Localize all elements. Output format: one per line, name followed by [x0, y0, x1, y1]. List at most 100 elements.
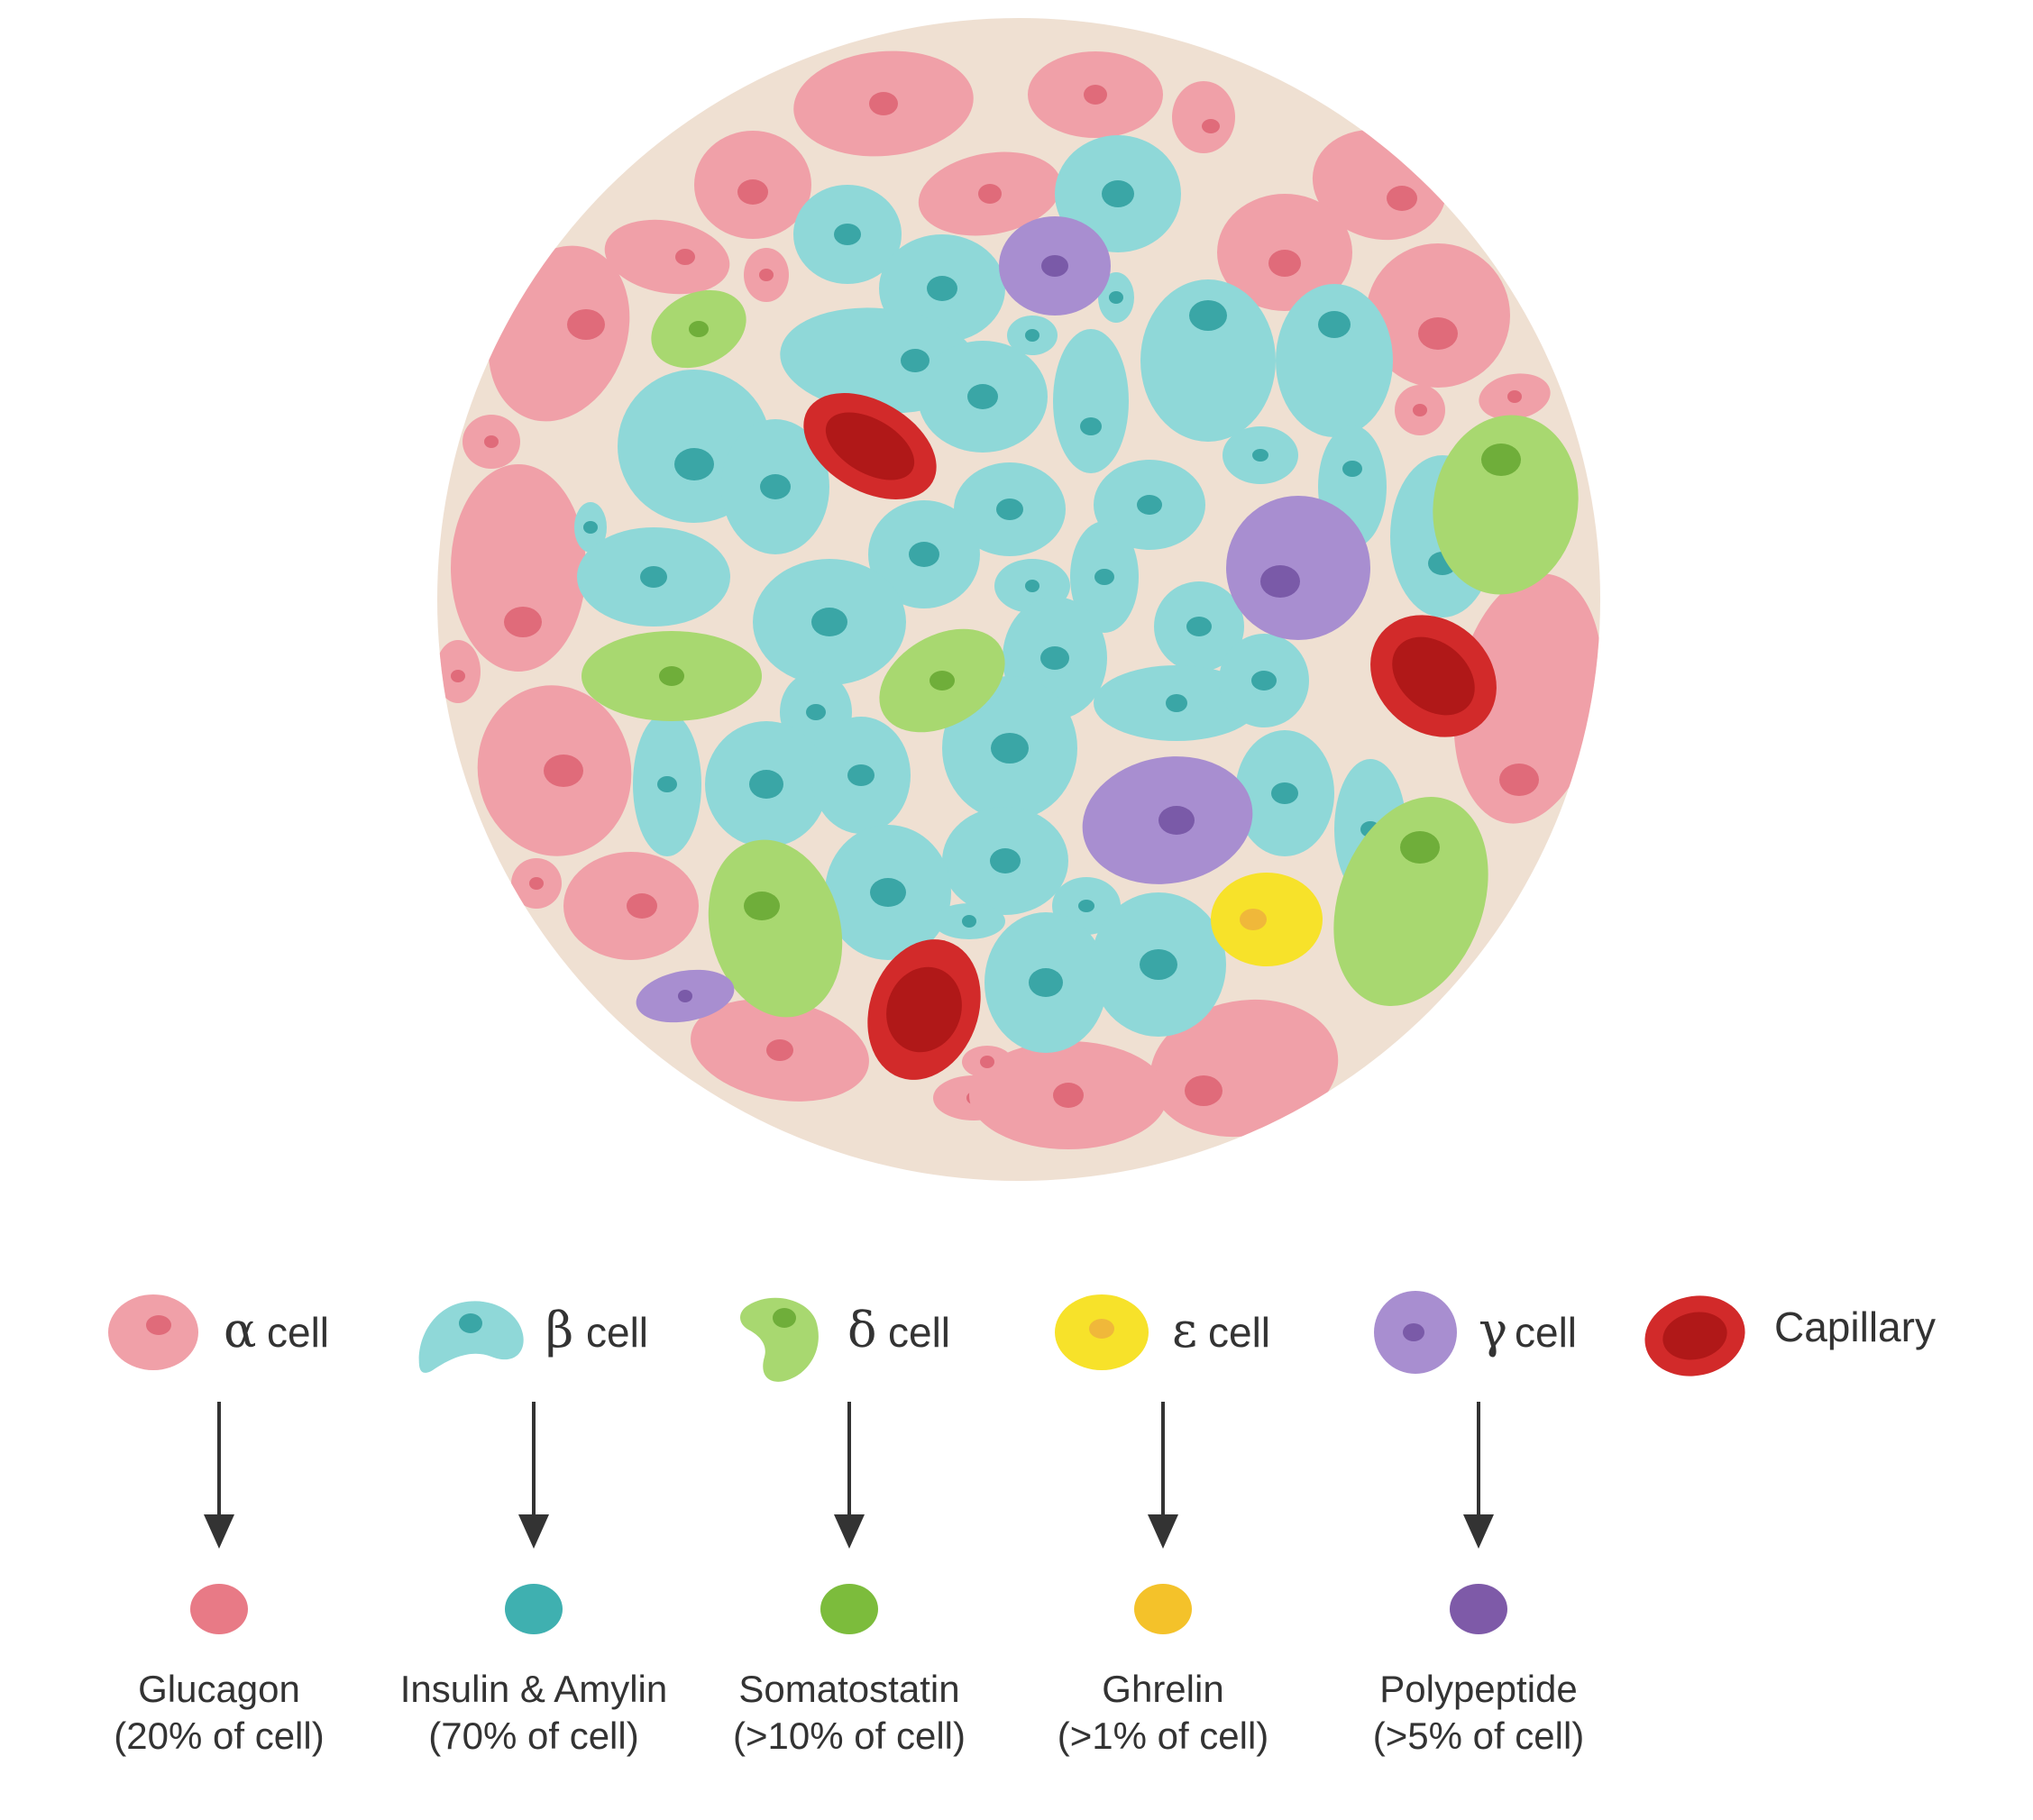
beta-cell-nucleus	[674, 448, 714, 480]
beta-cell-nucleus	[1078, 900, 1094, 912]
alpha-cell	[477, 685, 632, 856]
capillary-cell	[867, 939, 981, 1080]
insulin-amylin-share: (70% of cell)	[428, 1715, 638, 1757]
epsilon-nucleus-icon	[1089, 1319, 1114, 1339]
gamma-cell-nucleus	[1041, 255, 1068, 277]
beta-cell	[1098, 272, 1134, 323]
alpha-cell-nucleus	[451, 670, 465, 682]
legend-item-epsilon: ε cell	[1055, 1294, 1270, 1370]
alpha-cell	[1172, 81, 1235, 153]
alpha-cell	[563, 852, 699, 960]
beta-cell	[933, 903, 1005, 939]
beta-cell-nucleus	[640, 566, 667, 588]
beta-cell	[1276, 284, 1393, 437]
gamma-cell	[1082, 756, 1253, 884]
insulin-granule	[505, 1584, 563, 1634]
alpha-cell	[1395, 385, 1445, 435]
beta-cell-nucleus	[962, 915, 976, 928]
delta-nucleus-icon	[773, 1308, 796, 1328]
beta-cell	[1219, 634, 1309, 727]
beta-cell-nucleus	[927, 276, 957, 301]
capillary-center-icon	[1662, 1312, 1727, 1360]
ghrelin-granule	[1134, 1584, 1192, 1634]
legend-item-capillary: Capillary	[1644, 1295, 1936, 1376]
alpha-cell-nucleus	[1084, 85, 1107, 105]
gamma-label: cell	[1515, 1309, 1577, 1356]
somatostatin-label: Somatostatin	[738, 1668, 959, 1710]
delta-cell-body	[1333, 796, 1488, 1007]
alpha-cell-body	[604, 219, 730, 295]
beta-cell-nucleus	[991, 733, 1029, 764]
beta-cell-nucleus	[967, 384, 998, 409]
beta-cell	[574, 502, 607, 553]
beta-cell-nucleus	[806, 704, 826, 720]
alpha-cell	[918, 151, 1062, 236]
beta-cell	[811, 717, 911, 834]
somatostatin-granule	[820, 1584, 878, 1634]
beta-cell	[1070, 521, 1139, 633]
beta-nucleus-icon	[459, 1313, 482, 1333]
alpha-cell-nucleus	[1268, 250, 1301, 277]
capillary-cell	[803, 393, 937, 499]
ghrelin-share: (>1% of cell)	[1058, 1715, 1269, 1757]
gamma-cell	[1226, 496, 1370, 640]
alpha-cell	[1479, 373, 1551, 420]
alpha-cell-nucleus	[1185, 1075, 1223, 1106]
beta-cell-body	[1053, 329, 1129, 473]
beta-cell-icon	[418, 1301, 524, 1373]
delta-cell-nucleus	[1400, 831, 1440, 864]
beta-symbol: β	[545, 1302, 573, 1358]
beta-cell-nucleus	[1040, 646, 1069, 670]
beta-cell-nucleus	[1140, 949, 1177, 980]
delta-cell-nucleus	[930, 671, 955, 691]
alpha-cell	[462, 415, 520, 469]
alpha-cell-nucleus	[627, 893, 657, 919]
hormone-labels: Glucagon (20% of cell) Insulin & Amylin …	[114, 1668, 1584, 1757]
beta-cell-nucleus	[811, 608, 847, 636]
beta-cell-nucleus	[870, 878, 906, 907]
alpha-cell-nucleus	[504, 607, 542, 637]
islet-cells	[437, 50, 1600, 1149]
beta-cell	[1094, 665, 1259, 741]
delta-cell	[879, 628, 1005, 733]
gamma-symbol: γ	[1479, 1302, 1507, 1358]
alpha-cell	[1366, 243, 1510, 388]
alpha-cell	[793, 50, 974, 157]
alpha-cell	[604, 219, 730, 295]
beta-cell-nucleus	[1137, 495, 1162, 515]
polypeptide-granule	[1450, 1584, 1507, 1634]
delta-cell-body	[1433, 415, 1579, 595]
beta-cell	[1055, 135, 1181, 252]
delta-symbol: δ	[847, 1302, 877, 1358]
alpha-cell-nucleus	[869, 92, 898, 115]
gamma-cell-nucleus	[678, 990, 692, 1002]
beta-cell-nucleus	[1080, 417, 1102, 435]
legend-item-delta: δ cell	[740, 1297, 950, 1382]
legend-item-beta: β cell	[418, 1301, 648, 1373]
gamma-cell-nucleus	[1260, 565, 1300, 598]
alpha-cell-body	[1172, 81, 1235, 153]
glucagon-label: Glucagon	[138, 1668, 300, 1710]
beta-cell-nucleus	[847, 764, 875, 786]
alpha-cell	[1028, 51, 1163, 138]
beta-cell	[1154, 581, 1244, 672]
alpha-nucleus-icon	[146, 1315, 171, 1335]
alpha-cell	[1453, 573, 1600, 824]
delta-cell	[651, 289, 746, 369]
arrow-beta-head	[518, 1514, 549, 1549]
epsilon-symbol: ε	[1172, 1302, 1197, 1358]
beta-cell	[825, 825, 951, 960]
beta-cell-nucleus	[996, 498, 1023, 520]
epsilon-cell-nucleus	[1240, 909, 1267, 930]
delta-cell-nucleus	[1481, 444, 1521, 476]
alpha-cell	[1149, 999, 1339, 1138]
alpha-cell-nucleus	[567, 309, 605, 340]
alpha-cell-body	[1366, 243, 1510, 388]
alpha-cell-nucleus	[529, 877, 544, 890]
alpha-cell-nucleus	[766, 1039, 793, 1061]
alpha-cell	[437, 640, 481, 703]
beta-cell-nucleus	[834, 224, 861, 245]
alpha-cell-nucleus	[544, 755, 583, 787]
capillary-lumen	[825, 412, 915, 480]
beta-cell	[753, 559, 906, 685]
